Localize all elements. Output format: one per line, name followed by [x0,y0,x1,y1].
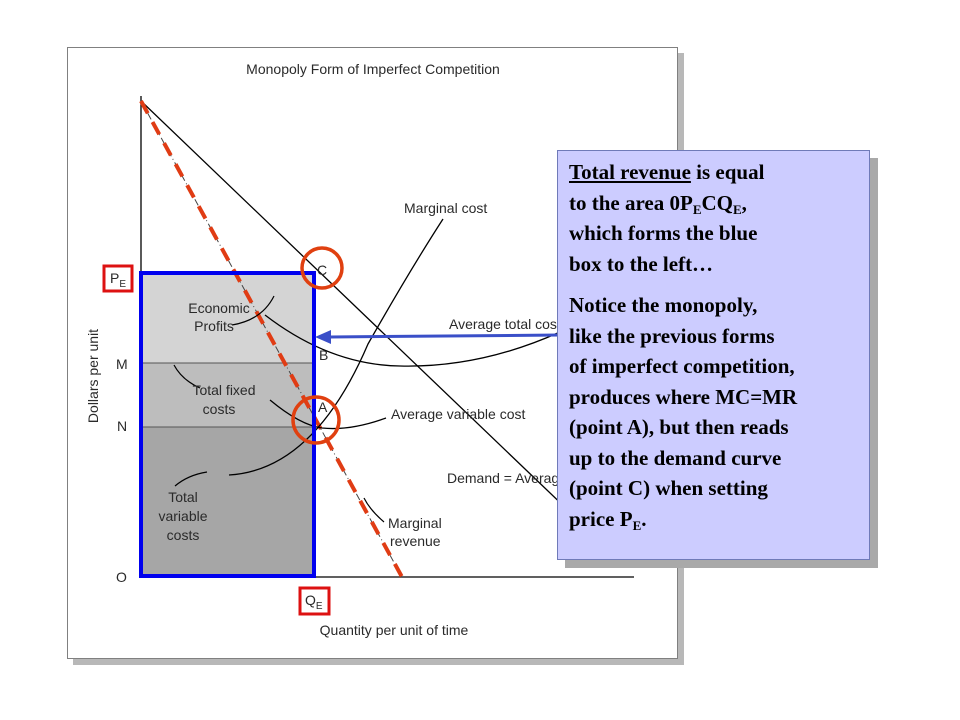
y-tick-m: M [116,356,128,372]
point-c-marker [300,246,344,290]
marginal-cost-curve [228,218,444,476]
callout-line4: box to the left… [569,251,714,276]
total-revenue-box [139,271,316,578]
total-fixed-costs-region [141,363,314,427]
marginal-cost-label: Marginal cost [404,200,487,216]
leader-marginal-revenue [363,497,385,523]
qe-label-box [298,586,331,616]
callout-line10: up to the demand curve [569,445,782,470]
callout-arrow-head [315,330,331,344]
callout-paragraph-monopoly: Notice the monopoly, like the previous f… [569,290,859,534]
total-variable-costs-label-3: costs [167,527,200,543]
total-fixed-costs-label-2: costs [203,401,236,417]
economic-profits-label-2: Profits [194,318,234,334]
point-a-marker [291,395,341,445]
leader-economic-profits [231,295,275,326]
callout-line2-mid: CQ [701,190,734,215]
average-variable-cost-label: Average variable cost [391,406,525,422]
average-variable-cost-curve [269,399,387,430]
chart-title: Monopoly Form of Imperfect Competition [246,61,500,77]
economic-profits-region [141,273,314,363]
total-variable-costs-label-2: variable [158,508,207,524]
total-variable-costs-region [141,427,314,576]
callout-line7: of imperfect competition, [569,354,795,378]
callout-line2-post: , [741,190,747,215]
y-axis-label: Dollars per unit [85,329,101,423]
pe-label-box [102,264,134,293]
point-c-label: C [317,262,327,278]
callout-line2-pre: to the area 0P [569,190,693,215]
callout-line1-rest: is equal [690,160,765,184]
total-variable-costs-label-1: Total [168,489,198,505]
callout-line12-pre: price P [569,506,633,531]
y-tick-o: O [116,569,127,585]
demand-curve [140,100,621,561]
callout-line2-sub2: E [733,201,742,217]
economic-profits-label-1: Economic [188,300,249,316]
callout-line6: like the previous forms [569,323,775,348]
average-total-cost-curve [264,314,561,367]
y-tick-pe: PE [110,270,126,290]
callout-line2-sub1: E [692,201,702,217]
total-fixed-costs-label-1: Total fixed [192,382,255,398]
callout-line12-sub: E [632,517,642,533]
marginal-revenue-label-2: revenue [390,533,441,549]
total-revenue-term: Total revenue [569,160,691,184]
marginal-revenue-label-1: Marginal [388,515,442,531]
x-axis-label: Quantity per unit of time [320,622,469,638]
callout-line8: produces where MC=MR [569,384,798,409]
x-tick-qe: QE [305,592,323,612]
callout-line3: which forms the blue [569,221,758,245]
explanation-callout: Total revenue is equal to the area 0PECQ… [557,150,870,560]
callout-paragraph-total-revenue: Total revenue is equal to the area 0PECQ… [569,157,859,279]
leader-total-variable [174,471,208,487]
callout-line5: Notice the monopoly, [569,293,758,317]
point-a-label: A [318,399,328,415]
y-tick-n: N [117,418,127,434]
callout-line9: (point A), but then reads [569,415,789,439]
callout-line11: (point C) when setting [569,476,768,500]
callout-arrow-line [329,333,561,339]
leader-total-fixed [173,364,201,389]
callout-line12-post: . [641,506,647,531]
point-b-label: B [319,347,328,363]
marginal-revenue-curve [139,100,404,578]
average-total-cost-label: Average total cost [449,316,561,332]
